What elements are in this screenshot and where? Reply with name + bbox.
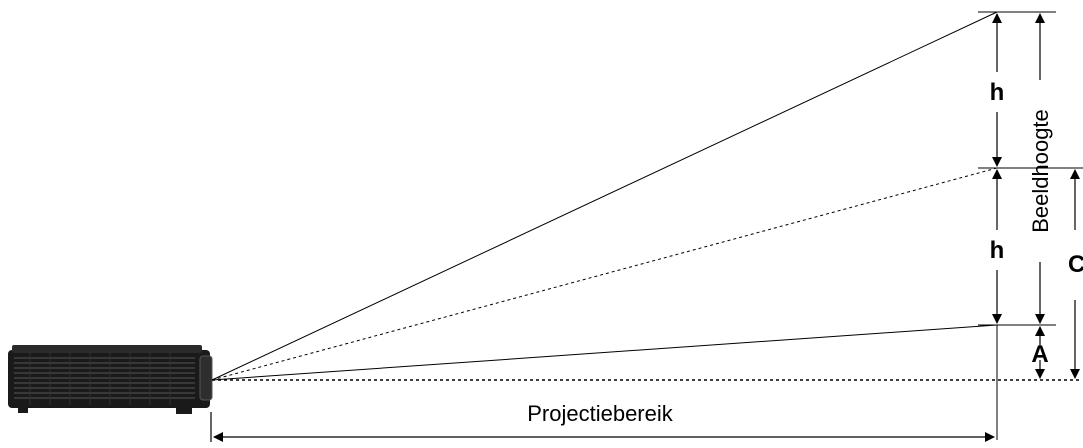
beam-top [211, 11, 998, 381]
projection-distance-dimension [210, 412, 995, 442]
guide-lines [978, 11, 1083, 440]
lower-h-label: h [990, 237, 1005, 264]
projection-beams [211, 11, 1080, 381]
image-height-label: Beeldhoogte [1028, 109, 1053, 233]
offset-a-label: A [1031, 341, 1048, 368]
upper-h-label: h [990, 79, 1005, 106]
offset-c-label: C [1068, 251, 1083, 278]
beam-middle [211, 167, 998, 381]
projection-distance-label: Projectiebereik [527, 401, 674, 426]
beam-bottom [211, 324, 998, 381]
projector-icon [8, 345, 213, 414]
